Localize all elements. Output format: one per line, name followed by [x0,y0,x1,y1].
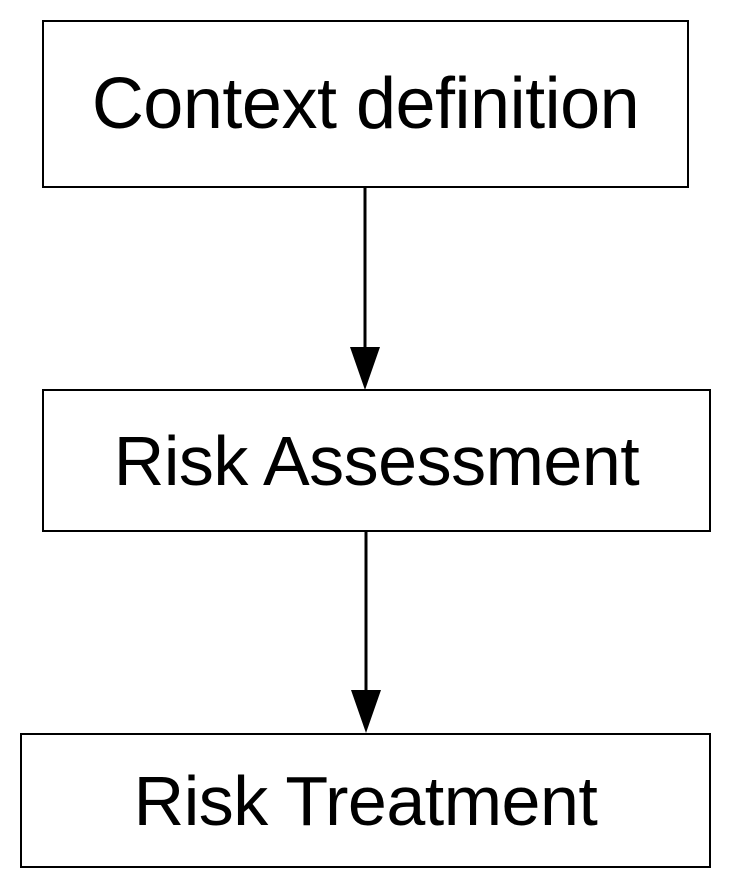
node-risk-assessment-label: Risk Assessment [113,421,640,500]
node-risk-assessment: Risk Assessment [42,389,711,532]
node-risk-treatment: Risk Treatment [20,733,711,868]
arrowhead-down-icon [350,347,380,390]
arrow-context-to-assessment [350,188,380,390]
node-context-definition-label: Context definition [91,64,640,144]
arrow-assessment-to-treatment [351,532,381,733]
arrowhead-down-icon [351,690,381,733]
node-risk-treatment-label: Risk Treatment [133,761,598,840]
node-context-definition: Context definition [42,20,689,188]
